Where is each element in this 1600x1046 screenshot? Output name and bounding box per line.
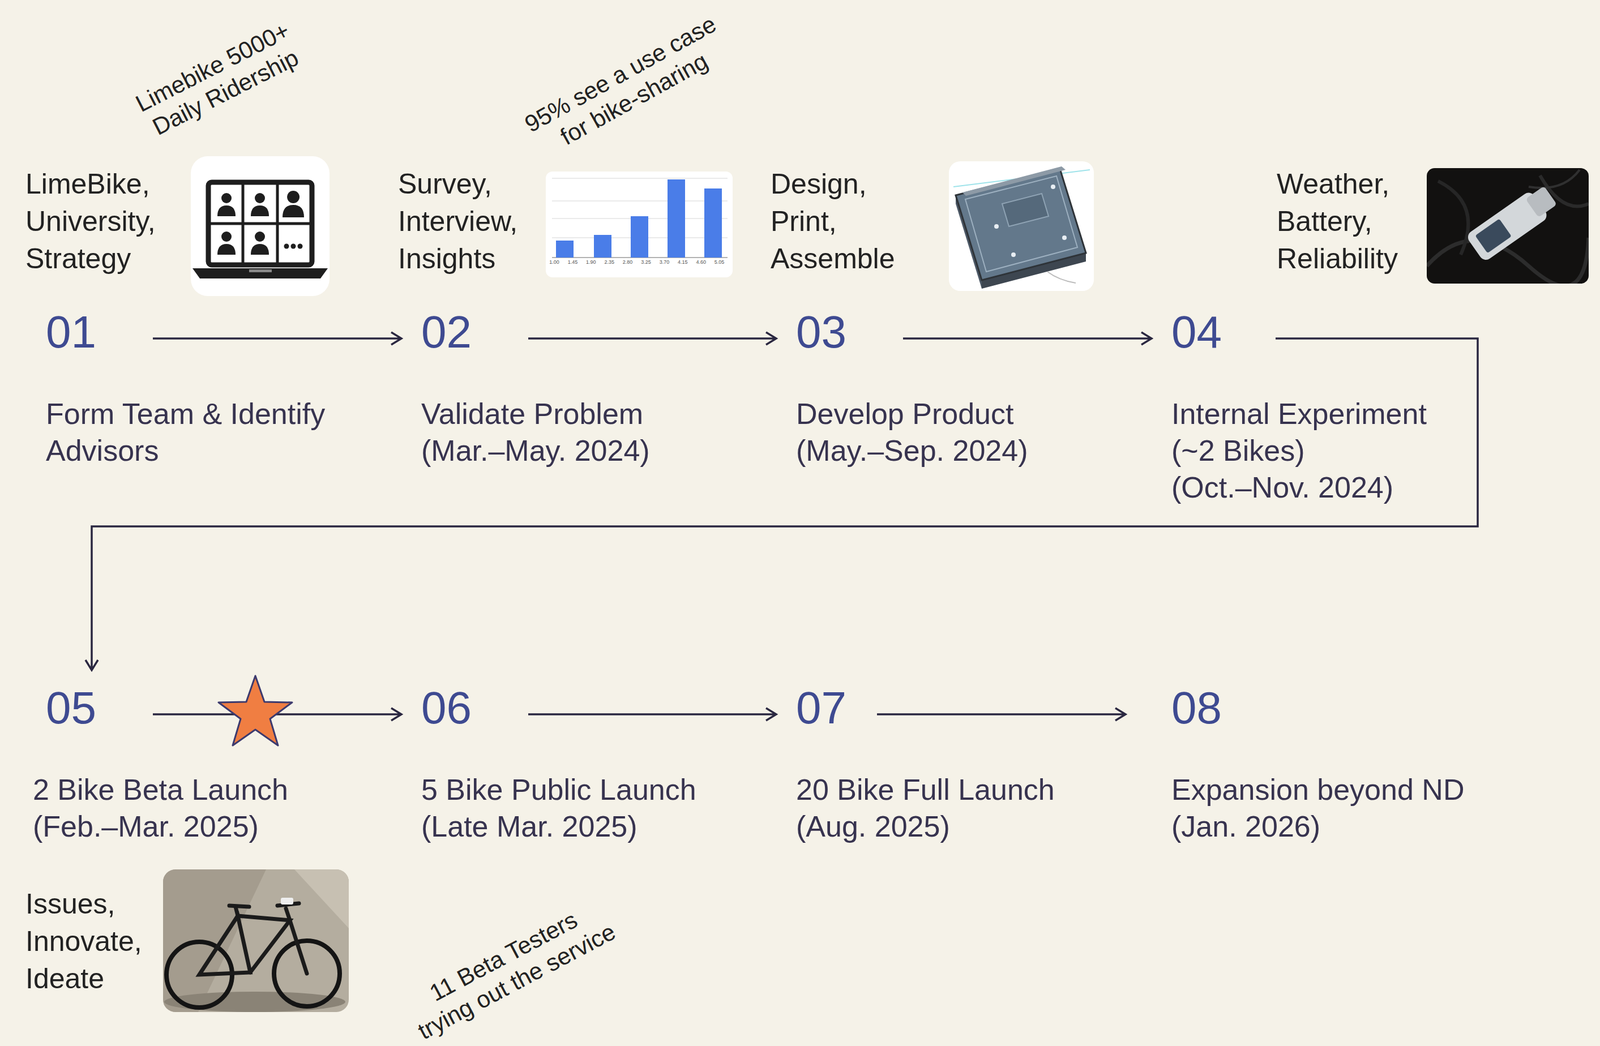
axis-tick-label: 1.45 [567,259,579,266]
timeline-step: 01Form Team & Identify Advisors [45,307,97,358]
axis-tick-label: 2.80 [622,259,633,266]
step-title-group: Develop Product(May.–Sep. 2024) [796,395,1148,470]
step-number: 01 [45,307,97,358]
step-detail: (Mar.–May. 2024) [421,432,773,470]
step-number: 03 [796,307,847,358]
step-title: Develop Product [796,395,1148,433]
step-title-group: Form Team & Identify Advisors [45,395,397,470]
step-title: 5 Bike Public Launch [421,771,773,809]
axis-tick-label: 4.15 [677,259,688,266]
side-note: Weather, Battery, Reliability [1276,165,1398,278]
step-title-group: Expansion beyond ND(Jan. 2026) [1171,771,1523,846]
bar-chart [545,171,733,278]
step-title-group: Internal Experiment(~2 Bikes)(Oct.–Nov. … [1171,395,1523,507]
device-photo [1426,168,1589,286]
axis-tick-label: 3.70 [659,259,670,266]
flow-arrow [903,332,1152,345]
timeline-step: 065 Bike Public Launch(Late Mar. 2025) [421,683,472,734]
flow-arrow [876,708,1126,721]
step-title-group: Validate Problem(Mar.–May. 2024) [421,395,773,470]
flow-arrow [152,332,402,345]
step-number: 04 [1171,307,1222,358]
axis-tick-label: 1.90 [585,259,597,266]
flow-arrow [528,708,777,721]
step-number: 06 [421,683,472,734]
step-number: 02 [421,307,472,358]
timeline-step: 04Internal Experiment(~2 Bikes)(Oct.–Nov… [1171,307,1222,358]
step-detail: (May.–Sep. 2024) [796,432,1148,470]
timeline-step: 052 Bike Beta Launch(Feb.–Mar. 2025) [32,683,97,734]
step-title: Form Team & Identify Advisors [45,395,397,470]
callout-note: Limebike 5000+ Daily Ridership [131,16,308,144]
side-note: Design, Print, Assemble [770,165,896,278]
side-note: Issues, Innovate, Ideate [25,885,143,998]
step-detail: (Jan. 2026) [1171,808,1523,846]
axis-tick-label: 3.25 [640,259,652,266]
flow-arrow [85,338,1478,671]
milestone-star [218,676,293,746]
step-title: 2 Bike Beta Launch [32,771,384,809]
step-detail: (Oct.–Nov. 2024) [1171,469,1523,507]
step-title-group: 20 Bike Full Launch(Aug. 2025) [796,771,1148,846]
callout-note: 95% see a use case for bike-sharing [519,9,736,164]
step-title: Validate Problem [421,395,773,433]
step-number: 05 [32,683,97,734]
timeline-step: 0720 Bike Full Launch(Aug. 2025) [796,683,847,734]
timeline-step: 08Expansion beyond ND(Jan. 2026) [1171,683,1222,734]
callout-note: 11 Beta Testers trying out the service [399,892,621,1046]
cad-render [948,161,1094,292]
step-number: 07 [796,683,847,734]
side-note: Survey, Interview, Insights [398,165,518,278]
side-note: LimeBike, University, Strategy [25,165,156,278]
axis-tick-label: 5.05 [714,259,725,266]
step-detail: (Aug. 2025) [796,808,1148,846]
timeline-step: 02Validate Problem(Mar.–May. 2024) [421,307,472,358]
step-title-group: 2 Bike Beta Launch(Feb.–Mar. 2025) [32,771,384,846]
step-title-group: 5 Bike Public Launch(Late Mar. 2025) [421,771,773,846]
step-detail: (~2 Bikes) [1171,432,1523,470]
step-title: Expansion beyond ND [1171,771,1523,809]
step-title: 20 Bike Full Launch [796,771,1148,809]
bike-photo [163,869,349,1013]
timeline-step: 03Develop Product(May.–Sep. 2024) [796,307,847,358]
step-detail: (Feb.–Mar. 2025) [32,808,384,846]
axis-tick-label: 4.60 [695,259,707,266]
step-title: Internal Experiment [1171,395,1523,433]
step-number: 08 [1171,683,1222,734]
step-detail: (Late Mar. 2025) [421,808,773,846]
axis-tick-label: 1.00 [549,259,560,266]
flow-arrow [528,332,777,345]
laptop-icon [190,156,330,297]
axis-tick-label: 2.35 [604,259,615,266]
